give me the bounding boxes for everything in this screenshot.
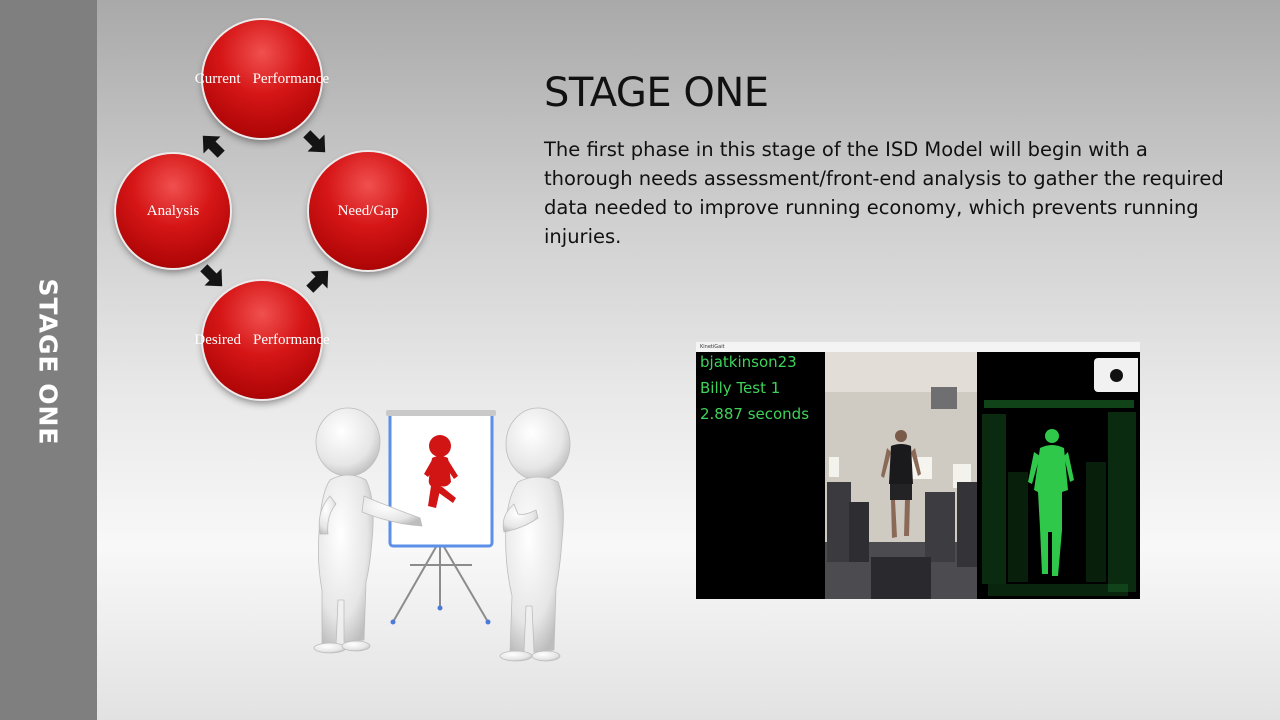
red-runner-figure <box>424 435 458 508</box>
record-button[interactable] <box>1094 358 1138 392</box>
right-white-figure <box>499 407 571 662</box>
video-window-titlebar: KinetiGait <box>696 342 1140 352</box>
gait-video-panel[interactable]: KinetiGait bjatkinson23 Billy Test 1 2.8… <box>696 342 1140 599</box>
runner-silhouette <box>881 430 921 538</box>
presentation-figures-illustration <box>313 407 571 662</box>
arrow-up-right-icon <box>202 135 225 158</box>
sidebar-band: STAGE ONE <box>0 0 97 720</box>
duration-text: 2.887 seconds <box>700 405 810 423</box>
left-white-figure <box>313 407 423 654</box>
slide-title: STAGE ONE <box>544 70 769 116</box>
cycle-node-desired-performance[interactable]: Desired Performance <box>194 281 330 399</box>
depth-runner-silhouette <box>1028 429 1074 576</box>
test-name-text: Billy Test 1 <box>700 379 781 397</box>
arrow-up-right-icon <box>306 270 329 293</box>
cycle-node-need-gap-label: Need/Gap <box>337 203 399 219</box>
depth-noise <box>982 400 1136 596</box>
arrow-down-right-icon <box>303 130 326 153</box>
cycle-node-analysis[interactable]: Analysis <box>116 154 230 268</box>
depth-sensor-view <box>978 352 1140 599</box>
username-text: bjatkinson23 <box>700 353 797 371</box>
record-icon <box>1109 368 1123 382</box>
cycle-node-current-line2: Performance <box>252 71 330 87</box>
cycle-node-current-line1: Current <box>194 71 241 87</box>
cycle-node-desired-line1: Desired <box>194 332 242 348</box>
slide-body-text: The first phase in this stage of the ISD… <box>544 138 1224 248</box>
sidebar-stage-label: STAGE ONE <box>33 278 63 446</box>
arrow-down-right-icon <box>200 264 223 287</box>
cycle-node-desired-line2: Performance <box>253 332 330 348</box>
cycle-node-analysis-label: Analysis <box>146 203 200 219</box>
cycle-node-current-performance[interactable]: Current Performance <box>195 20 329 138</box>
camera-feed-view <box>825 352 977 599</box>
cycle-node-need-gap[interactable]: Need/Gap <box>309 152 427 270</box>
video-window-title: KinetiGait <box>700 344 725 350</box>
